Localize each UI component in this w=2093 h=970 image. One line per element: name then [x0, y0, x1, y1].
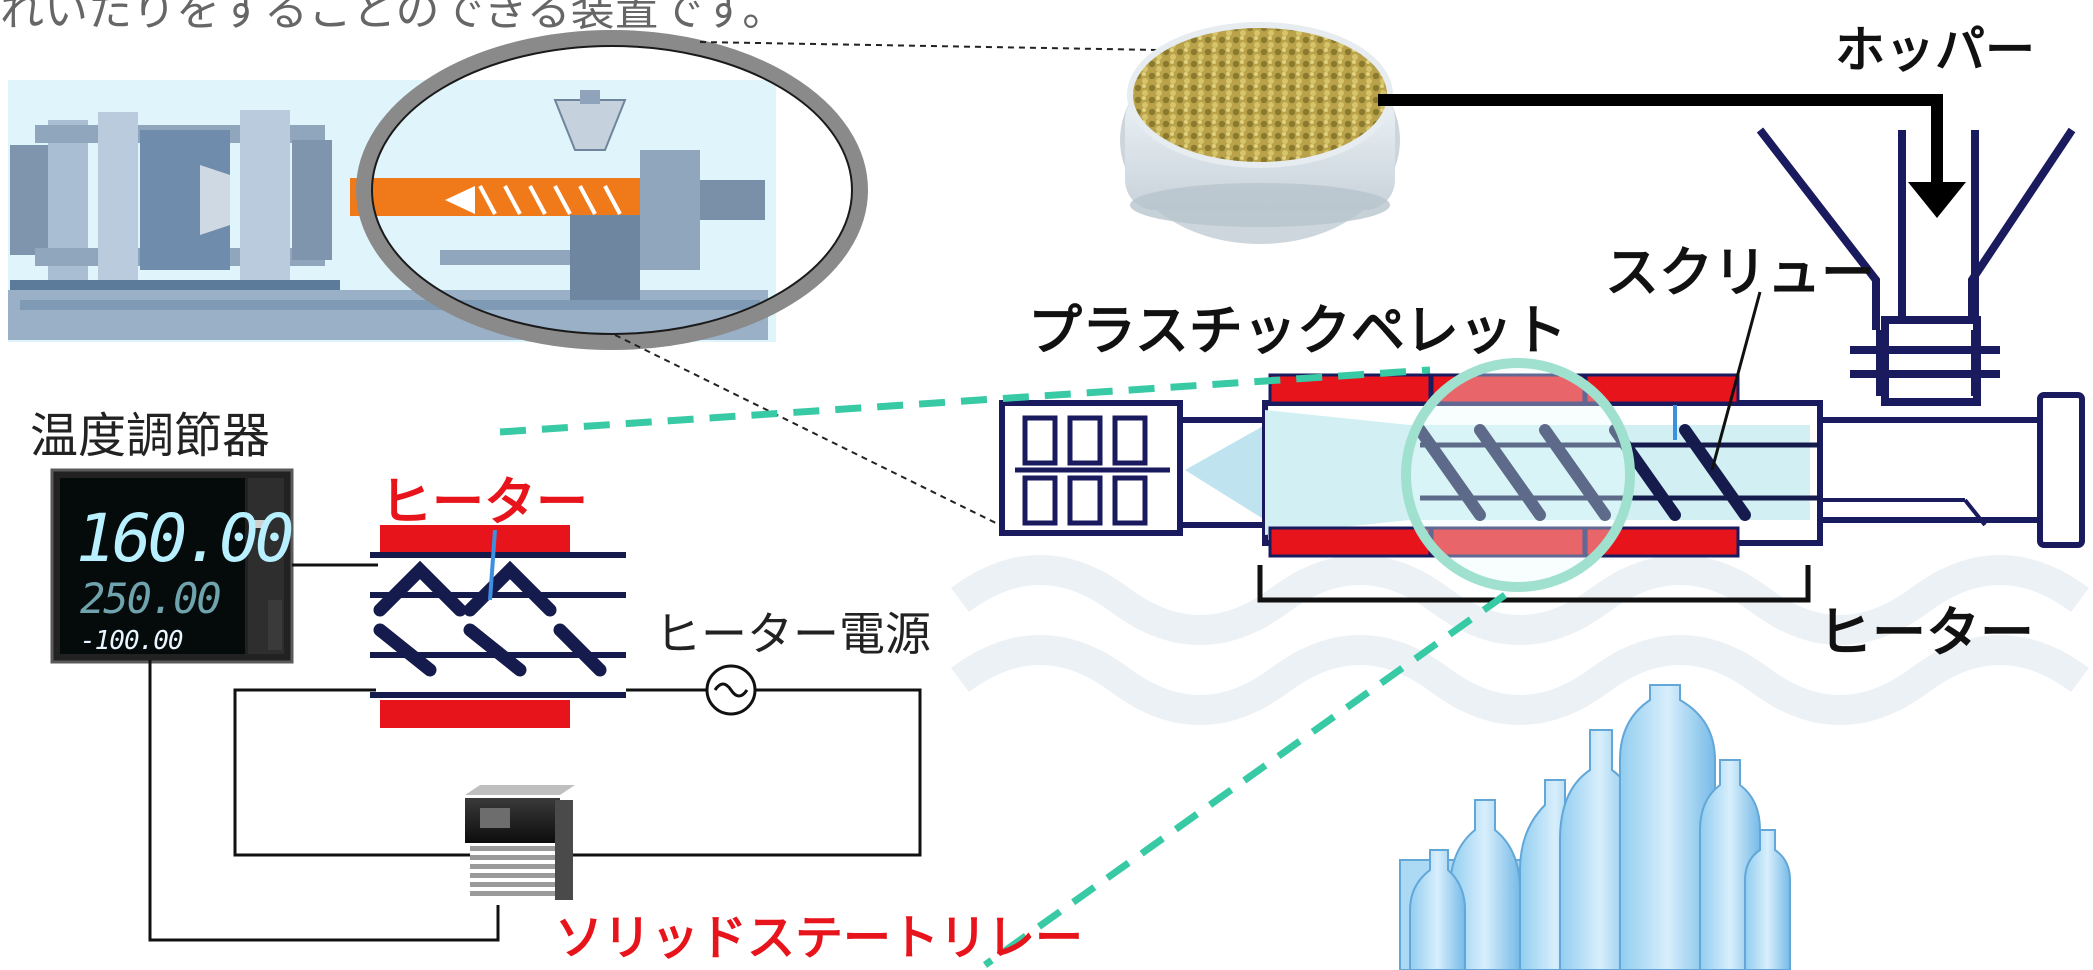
controller-sv-readout: 250.00 — [80, 574, 222, 623]
arrow-head — [1908, 182, 1966, 218]
background-helix — [951, 555, 2089, 725]
connector-line-bottom — [614, 334, 1011, 531]
plastic-pellet-label: プラスチックペレット — [1028, 299, 1567, 362]
solid-state-relay-label: ソリッドステートリレー — [555, 910, 1084, 966]
pellet-arrow — [1378, 94, 1943, 185]
injection-barrel — [999, 291, 2085, 558]
connector-line-top — [699, 41, 1161, 51]
temperature-controller-label: 温度調節器 — [30, 408, 271, 464]
top-caption: れいたりをすることのできる装置です。 — [0, 0, 787, 36]
heater-power-label: ヒーター電源 — [655, 607, 931, 661]
hopper — [1756, 127, 2076, 406]
heater-screw-closeup — [370, 525, 626, 735]
highlight-ellipse — [356, 30, 868, 350]
controller-pv-readout: 160.00 — [76, 500, 294, 577]
controller-display: 160.00 250.00 -100.00 — [60, 478, 294, 656]
heater-label-red: ヒーター — [380, 473, 589, 533]
heater-circuit — [233, 664, 922, 857]
control-wiring — [148, 563, 500, 942]
zoom-dashed-lines — [499, 366, 1508, 968]
screw-label: スクリュー — [1605, 241, 1875, 304]
hopper-label: ホッパー — [1835, 21, 2035, 79]
heater-label: ヒーター — [1818, 601, 2034, 664]
heater-bracket — [1257, 565, 1811, 603]
controller-output-readout: -100.00 — [80, 626, 184, 656]
zoom-circle — [1401, 358, 1635, 592]
pet-bottles-illustration — [1399, 684, 1791, 970]
plastic-pellet-jar — [1120, 22, 1400, 244]
solid-state-relay-device — [465, 785, 575, 900]
